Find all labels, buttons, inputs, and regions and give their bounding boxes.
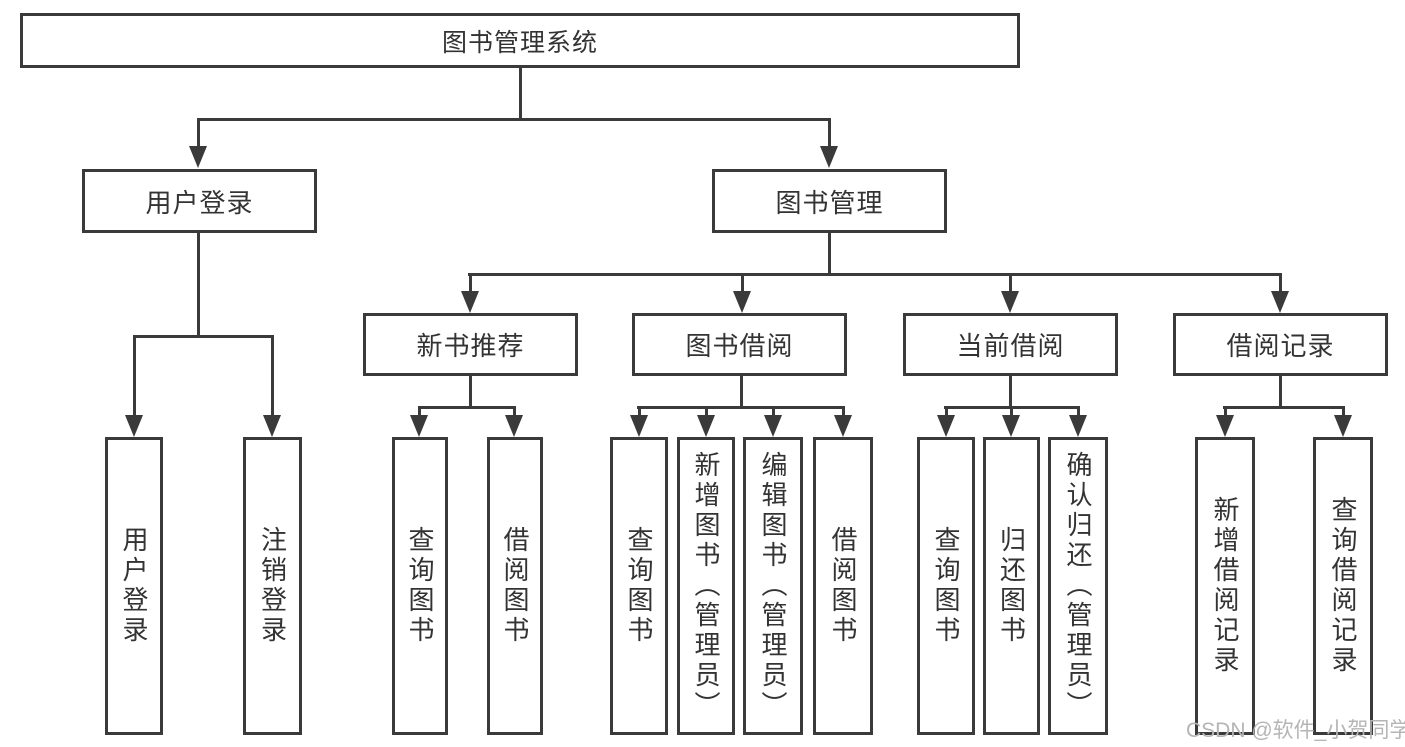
connector-book-borrow-bar [637, 406, 845, 409]
node-borrow-record: 借阅记录 [1173, 313, 1388, 376]
arrow-to-leaf-return-book [1002, 409, 1020, 437]
leaf-query-borrow-record: 查询借阅记录 [1313, 437, 1373, 735]
arrow-to-borrow-record [1271, 276, 1289, 313]
leaf-add-book: 新增图书（管理员） [677, 437, 735, 735]
leaf-edit-book-label: 编辑图书（管理员） [758, 451, 788, 721]
arrow-to-leaf-borrow-book-1 [505, 409, 523, 437]
node-user-login: 用户登录 [82, 169, 317, 233]
node-new-book-recommend-label: 新书推荐 [416, 331, 525, 361]
node-book-management: 图书管理 [712, 169, 947, 233]
connector-book-borrow-stem [740, 376, 743, 406]
node-user-login-label: 用户登录 [145, 187, 254, 218]
arrow-to-leaf-query-book-2 [630, 409, 648, 437]
leaf-edit-book: 编辑图书（管理员） [743, 437, 803, 735]
arrow-to-book-borrow [733, 276, 751, 313]
arrow-to-book-management [820, 121, 838, 168]
node-book-borrow-label: 图书借阅 [685, 331, 794, 361]
leaf-query-book-3: 查询图书 [917, 437, 975, 735]
connector-new-book-stem [469, 376, 472, 406]
arrow-to-current-borrow [1001, 276, 1019, 313]
node-borrow-record-label: 借阅记录 [1226, 331, 1335, 361]
arrow-to-leaf-add-borrow-record [1216, 409, 1234, 437]
node-root-label: 图书管理系统 [441, 28, 598, 57]
leaf-query-book-1: 查询图书 [392, 437, 448, 735]
arrow-to-leaf-query-book-1 [410, 409, 428, 437]
node-current-borrow: 当前借阅 [903, 313, 1118, 376]
connector-root-stem [519, 68, 522, 118]
arrow-to-leaf-confirm-return [1069, 409, 1087, 437]
csdn-watermark: CSDN @软件_小贺同学 [1186, 719, 1405, 742]
arrow-to-leaf-user-login [125, 338, 143, 437]
arrow-to-new-book-recommend [461, 276, 479, 313]
leaf-borrow-book-1: 借阅图书 [487, 437, 543, 735]
arrow-to-leaf-edit-book [764, 409, 782, 437]
leaf-query-book-2-label: 查询图书 [624, 526, 654, 646]
leaf-logout: 注销登录 [243, 437, 302, 735]
node-current-borrow-label: 当前借阅 [956, 331, 1065, 361]
leaf-add-borrow-record-label: 新增借阅记录 [1210, 496, 1240, 676]
connector-book-management-bar [468, 273, 1282, 276]
leaf-query-book-1-label: 查询图书 [405, 526, 435, 646]
connector-new-book-bar [418, 406, 516, 409]
arrow-to-leaf-borrow-book-2 [834, 409, 852, 437]
leaf-borrow-book-2: 借阅图书 [813, 437, 873, 735]
leaf-confirm-return-label: 确认归还（管理员） [1063, 451, 1093, 721]
connector-borrow-record-bar [1223, 406, 1345, 409]
leaf-borrow-book-1-label: 借阅图书 [500, 526, 530, 646]
connector-user-login-stem [197, 233, 200, 335]
leaf-user-login: 用户登录 [105, 437, 163, 735]
leaf-logout-label: 注销登录 [257, 526, 288, 646]
leaf-borrow-book-2-label: 借阅图书 [828, 526, 858, 646]
arrow-to-leaf-add-book [697, 409, 715, 437]
connector-book-management-stem [828, 233, 831, 273]
leaf-add-borrow-record: 新增借阅记录 [1195, 437, 1255, 735]
leaf-user-login-label: 用户登录 [119, 526, 149, 646]
leaf-add-book-label: 新增图书（管理员） [691, 451, 721, 721]
leaf-return-book-label: 归还图书 [996, 526, 1027, 646]
connector-user-login-bar [133, 335, 274, 338]
arrow-to-leaf-logout [263, 338, 281, 437]
leaf-confirm-return: 确认归还（管理员） [1048, 437, 1108, 735]
node-new-book-recommend: 新书推荐 [363, 313, 578, 376]
node-book-borrow: 图书借阅 [632, 313, 847, 376]
node-book-management-label: 图书管理 [775, 187, 884, 218]
node-root: 图书管理系统 [20, 13, 1020, 68]
arrow-to-user-login [189, 121, 207, 168]
leaf-query-borrow-record-label: 查询借阅记录 [1328, 496, 1358, 676]
connector-current-borrow-stem [1009, 376, 1012, 406]
arrow-to-leaf-query-borrow-record [1334, 409, 1352, 437]
connector-borrow-record-stem [1279, 376, 1282, 406]
connector-root-bar [197, 118, 831, 121]
leaf-query-book-2: 查询图书 [610, 437, 668, 735]
connector-current-borrow-bar [944, 406, 1080, 409]
leaf-query-book-3-label: 查询图书 [931, 526, 961, 646]
leaf-return-book: 归还图书 [983, 437, 1040, 735]
arrow-to-leaf-query-book-3 [937, 409, 955, 437]
